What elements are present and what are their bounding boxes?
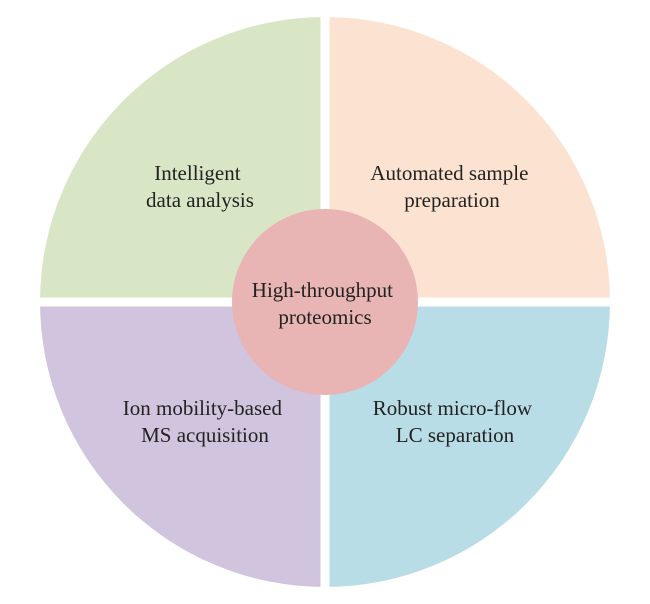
label-bottom-right-line-1: Robust micro-flow <box>373 396 533 420</box>
center-label-line-1: High-throughput <box>252 278 393 302</box>
label-top-left-line-2: data analysis <box>146 188 254 212</box>
label-top-right: Automated sample preparation <box>370 161 533 212</box>
quadrant-intelligent-data-analysis <box>40 17 325 302</box>
label-bottom-left: Ion mobility-based MS acquisition <box>123 396 287 447</box>
label-bottom-right-line-2: LC separation <box>396 423 515 447</box>
center-label-line-2: proteomics <box>278 305 371 329</box>
quadrant-ion-mobility-ms-acquisition <box>40 302 325 587</box>
quadrant-robust-micro-flow-lc-separation <box>325 302 610 587</box>
label-bottom-right: Robust micro-flow LC separation <box>373 396 537 447</box>
center-circle <box>232 209 418 395</box>
label-bottom-left-line-1: Ion mobility-based <box>123 396 283 420</box>
quadrant-automated-sample-preparation <box>325 17 610 302</box>
label-top-right-line-1: Automated sample <box>370 161 528 185</box>
label-bottom-left-line-2: MS acquisition <box>141 423 269 447</box>
label-top-right-line-2: preparation <box>404 188 500 212</box>
center-label: High-throughput proteomics <box>252 278 398 329</box>
label-top-left: Intelligent data analysis <box>146 161 254 212</box>
label-top-left-line-1: Intelligent <box>154 161 240 185</box>
